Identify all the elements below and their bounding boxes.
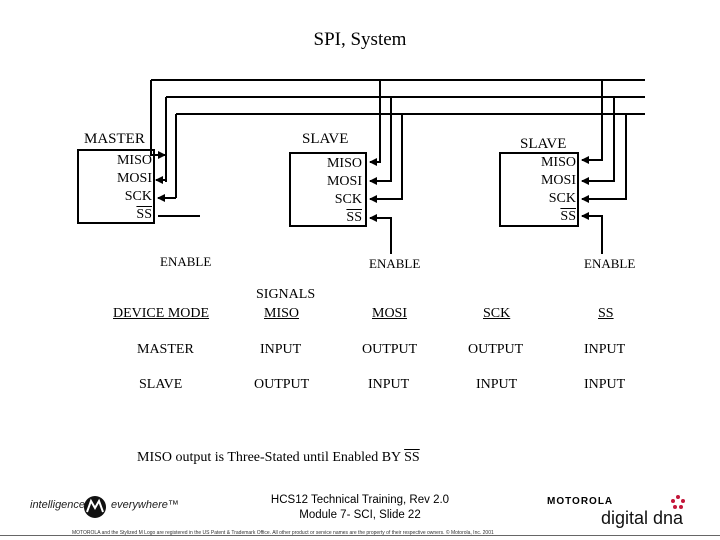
table-header-mosi: MOSI [372, 306, 408, 321]
slave1-enable-label: ENABLE [369, 256, 421, 271]
copyright-notice: MOTOROLA and the Stylized M Logo are reg… [72, 530, 494, 536]
intelligence-word: intelligence [30, 499, 86, 511]
master-pin-sck: SCK [124, 189, 152, 204]
master-pin-list: MISO MOSI SCK SS [100, 152, 152, 224]
slave2-heading: SLAVE [520, 136, 567, 152]
slave1-pin-sck: SCK [334, 192, 362, 207]
table-row-master-mode: MASTER [137, 342, 194, 357]
table-cell: OUTPUT [362, 342, 418, 357]
motorola-batwing-icon [84, 496, 106, 518]
motorola-wordmark: MOTOROLA [547, 496, 614, 507]
table-row-slave-mode: SLAVE [139, 377, 183, 392]
slave2-pin-miso: MISO [540, 155, 576, 170]
dna-flower-icon [671, 495, 685, 509]
table-header-miso: MISO [264, 306, 300, 321]
master-enable-label: ENABLE [160, 254, 212, 269]
slave2-enable-label: ENABLE [584, 256, 636, 271]
master-heading: MASTER [84, 131, 145, 147]
slave2-pin-sck: SCK [548, 191, 576, 206]
miso-note-text: MISO output is Three-Stated until Enable… [137, 450, 401, 465]
slave1-pin-miso: MISO [326, 156, 362, 171]
footer-line1: HCS12 Technical Training, Rev 2.0 [270, 494, 450, 506]
slave1-pin-mosi: MOSI [326, 174, 362, 189]
table-cell: INPUT [368, 377, 410, 392]
master-pin-ss: SS [136, 207, 152, 222]
table-cell: INPUT [584, 377, 626, 392]
slave1-pin-ss: SS [346, 210, 362, 225]
everywhere-word: everywhere™ [111, 499, 179, 511]
table-header-sck: SCK [483, 306, 511, 321]
footer-caption: HCS12 Technical Training, Rev 2.0 Module… [0, 493, 720, 523]
table-cell: INPUT [476, 377, 518, 392]
table-cell: INPUT [260, 342, 302, 357]
footer-line2: Module 7- SCI, Slide 22 [299, 509, 421, 521]
slave2-pin-list: MISO MOSI SCK SS [524, 154, 576, 226]
master-pin-mosi: MOSI [116, 171, 152, 186]
table-header-signals: SIGNALS [256, 287, 316, 302]
slave1-heading: SLAVE [302, 131, 349, 147]
table-cell: OUTPUT [468, 342, 524, 357]
slave2-pin-mosi: MOSI [540, 173, 576, 188]
digital-dna-wordmark: digital dna [601, 508, 684, 528]
table-cell: INPUT [584, 342, 626, 357]
table-cell: OUTPUT [254, 377, 310, 392]
slave2-box [499, 152, 579, 227]
miso-note: MISO output is Three-Stated until Enable… [137, 450, 420, 466]
page-title: SPI, System [313, 29, 407, 50]
slave2-pin-ss: SS [560, 209, 576, 224]
miso-note-ss: SS [404, 450, 420, 465]
master-pin-miso: MISO [116, 153, 152, 168]
master-box [77, 149, 155, 224]
slave1-box [289, 152, 367, 227]
footer-divider [0, 535, 720, 536]
slave1-pin-list: MISO MOSI SCK SS [310, 155, 362, 227]
table-header-ss: SS [598, 306, 614, 321]
table-header-device-mode: DEVICE MODE [113, 306, 210, 321]
